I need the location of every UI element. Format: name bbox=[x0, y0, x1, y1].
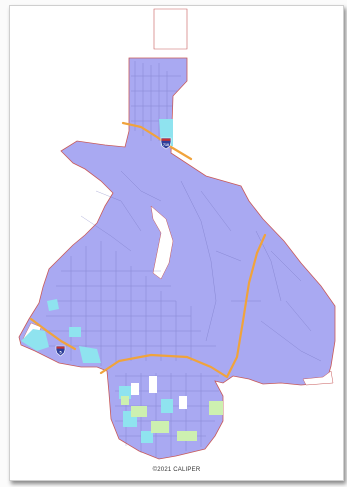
tract-green bbox=[177, 431, 197, 441]
tract-cyan bbox=[47, 299, 59, 311]
city-map: 710 5 bbox=[18, 8, 336, 460]
tract-green bbox=[209, 401, 223, 415]
tract-white bbox=[131, 383, 139, 395]
tract-cyan bbox=[69, 327, 81, 337]
tract-cyan bbox=[119, 386, 131, 399]
freeways bbox=[29, 121, 267, 379]
tract-green bbox=[151, 421, 169, 433]
tract-shading bbox=[21, 119, 223, 443]
unincorporated-area bbox=[150, 205, 174, 280]
tract-green bbox=[131, 406, 147, 417]
freeway-main bbox=[99, 233, 267, 379]
outlying-parcel bbox=[153, 8, 188, 50]
tract-cyan bbox=[161, 399, 173, 413]
copyright-label: ©2021 CALIPER bbox=[152, 467, 201, 473]
tract-white bbox=[179, 396, 187, 409]
freeway-5 bbox=[29, 317, 77, 351]
map-sheet: 710 5 ©2021 CALIPER bbox=[9, 5, 344, 481]
tract-green bbox=[121, 396, 129, 405]
city-area bbox=[18, 57, 336, 460]
interstate-shield-icon: 5 bbox=[55, 345, 66, 357]
shield-label: 5 bbox=[59, 351, 61, 355]
tract-cyan bbox=[21, 329, 49, 351]
interstate-shield-icon: 710 bbox=[160, 137, 172, 150]
tract-cyan bbox=[141, 431, 153, 443]
tract-cyan bbox=[79, 346, 101, 363]
freeway-710 bbox=[121, 121, 193, 161]
unincorporated-area bbox=[302, 370, 334, 386]
street-network bbox=[41, 61, 322, 457]
shield-label: 710 bbox=[163, 143, 169, 147]
tract-white bbox=[149, 376, 157, 393]
